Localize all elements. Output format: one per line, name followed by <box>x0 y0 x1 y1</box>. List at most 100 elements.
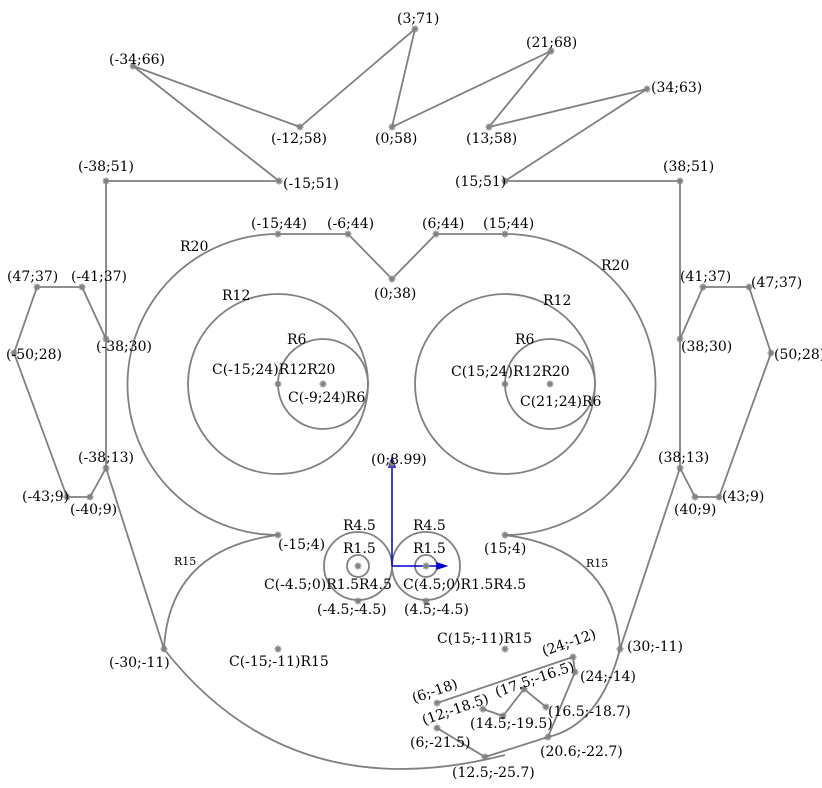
point-marker-icon <box>433 699 441 707</box>
point-marker-icon <box>501 645 509 653</box>
point-marker-icon <box>676 464 684 472</box>
point-marker-icon <box>422 597 430 605</box>
point-marker-icon <box>33 283 41 291</box>
point-marker-icon <box>102 464 110 472</box>
point-label: (-15;44) <box>251 216 307 232</box>
point-label: (38;30) <box>681 339 732 355</box>
point-marker-icon <box>616 645 624 653</box>
point-label: (-34;66) <box>109 52 165 68</box>
point-marker-icon <box>499 712 507 720</box>
point-marker-icon <box>344 230 352 238</box>
point-marker-icon <box>479 705 487 713</box>
point-marker-icon <box>296 123 304 131</box>
right-cheek-arc <box>504 534 621 650</box>
center-label: C(-4.5;0)R1.5R4.5 <box>264 577 392 593</box>
point-marker-icon <box>432 230 440 238</box>
point-label: (-15;51) <box>283 176 339 192</box>
center-label: C(-9;24)R6 <box>288 390 365 406</box>
point-marker-icon <box>643 85 651 93</box>
right-ear-outline <box>679 286 772 498</box>
point-marker-icon <box>102 177 110 185</box>
radius-label: R1.5 <box>413 541 446 557</box>
point-label: (43;9) <box>722 489 764 505</box>
point-label: (21;68) <box>526 35 577 51</box>
point-label: (15;51) <box>455 174 506 190</box>
point-label: (24;-14) <box>580 669 636 685</box>
radius-label: R4.5 <box>343 518 376 534</box>
point-marker-icon <box>10 349 18 357</box>
point-marker-icon <box>274 380 282 388</box>
left-jaw-line <box>105 467 165 650</box>
point-marker-icon <box>546 380 554 388</box>
point-label: (15;44) <box>483 216 534 232</box>
point-label: (0;38) <box>374 286 416 302</box>
top-notch <box>335 233 448 281</box>
point-marker-icon <box>78 283 86 291</box>
point-marker-icon <box>715 493 723 501</box>
point-label: (41;37) <box>680 269 731 285</box>
point-marker-icon <box>275 177 283 185</box>
point-marker-icon <box>422 562 430 570</box>
radius-label: R20 <box>180 239 208 255</box>
radius-label: R15 <box>586 557 608 570</box>
point-label: (6;44) <box>422 216 464 232</box>
point-label: (13;58) <box>466 131 517 147</box>
mouth-inner <box>482 687 547 718</box>
point-label: (34;63) <box>651 80 702 96</box>
point-marker-icon <box>102 335 110 343</box>
point-label: (14.5;-19.5) <box>470 716 553 732</box>
point-label: (-6;44) <box>327 216 374 232</box>
point-marker-icon <box>544 733 552 741</box>
point-label: (4.5;-4.5) <box>404 602 469 618</box>
left-head-arc <box>126 233 335 536</box>
x-axis-arrow-icon <box>436 561 449 571</box>
right-ear-link <box>679 286 704 340</box>
radius-label: R1.5 <box>343 541 376 557</box>
point-marker-icon <box>481 753 489 761</box>
point-marker-icon <box>354 562 362 570</box>
point-marker-icon <box>63 493 71 501</box>
point-label: (-43;9) <box>22 489 69 505</box>
point-label: (50;28) <box>774 347 822 363</box>
center-label: C(15;24)R12R20 <box>451 364 570 380</box>
point-label: (30;-11) <box>627 639 683 655</box>
point-label: (-41;37) <box>71 269 127 285</box>
point-marker-icon <box>388 460 396 468</box>
point-label: (0;8.99) <box>371 452 427 468</box>
point-label: (-12;58) <box>271 131 327 147</box>
point-label: (47;37) <box>751 275 802 291</box>
point-label: (24;-12) <box>540 626 598 659</box>
point-marker-icon <box>411 25 419 33</box>
chin-arc <box>163 648 506 770</box>
point-marker-icon <box>274 230 282 238</box>
point-label: (-50;28) <box>6 347 62 363</box>
point-label: (40;9) <box>674 502 716 518</box>
point-label: (20.6;-22.7) <box>540 744 623 760</box>
radius-label: R6 <box>287 332 307 348</box>
point-marker-icon <box>569 653 577 661</box>
point-label: (47;37) <box>7 269 58 285</box>
radius-label: R12 <box>222 288 250 304</box>
point-marker-icon <box>388 123 396 131</box>
point-marker-icon <box>745 283 753 291</box>
mouth-outline <box>436 655 576 758</box>
point-label: (38;51) <box>663 159 714 175</box>
radius-label: R6 <box>515 332 535 348</box>
point-label: (0;58) <box>375 131 417 147</box>
point-marker-icon <box>676 335 684 343</box>
center-label: C(21;24)R6 <box>520 394 602 410</box>
right-jaw-line <box>619 467 681 650</box>
point-markers <box>10 25 775 761</box>
point-marker-icon <box>520 685 528 693</box>
radius-label: R12 <box>543 293 571 309</box>
point-label: (-38;30) <box>96 339 152 355</box>
center-label: C(-15;24)R12R20 <box>212 362 335 378</box>
point-marker-icon <box>691 493 699 501</box>
point-label: (38;13) <box>658 450 709 466</box>
point-label: (-38;51) <box>78 159 134 175</box>
point-marker-icon <box>274 531 282 539</box>
point-marker-icon <box>542 703 550 711</box>
point-marker-icon <box>274 645 282 653</box>
point-marker-icon <box>160 645 168 653</box>
point-marker-icon <box>501 531 509 539</box>
